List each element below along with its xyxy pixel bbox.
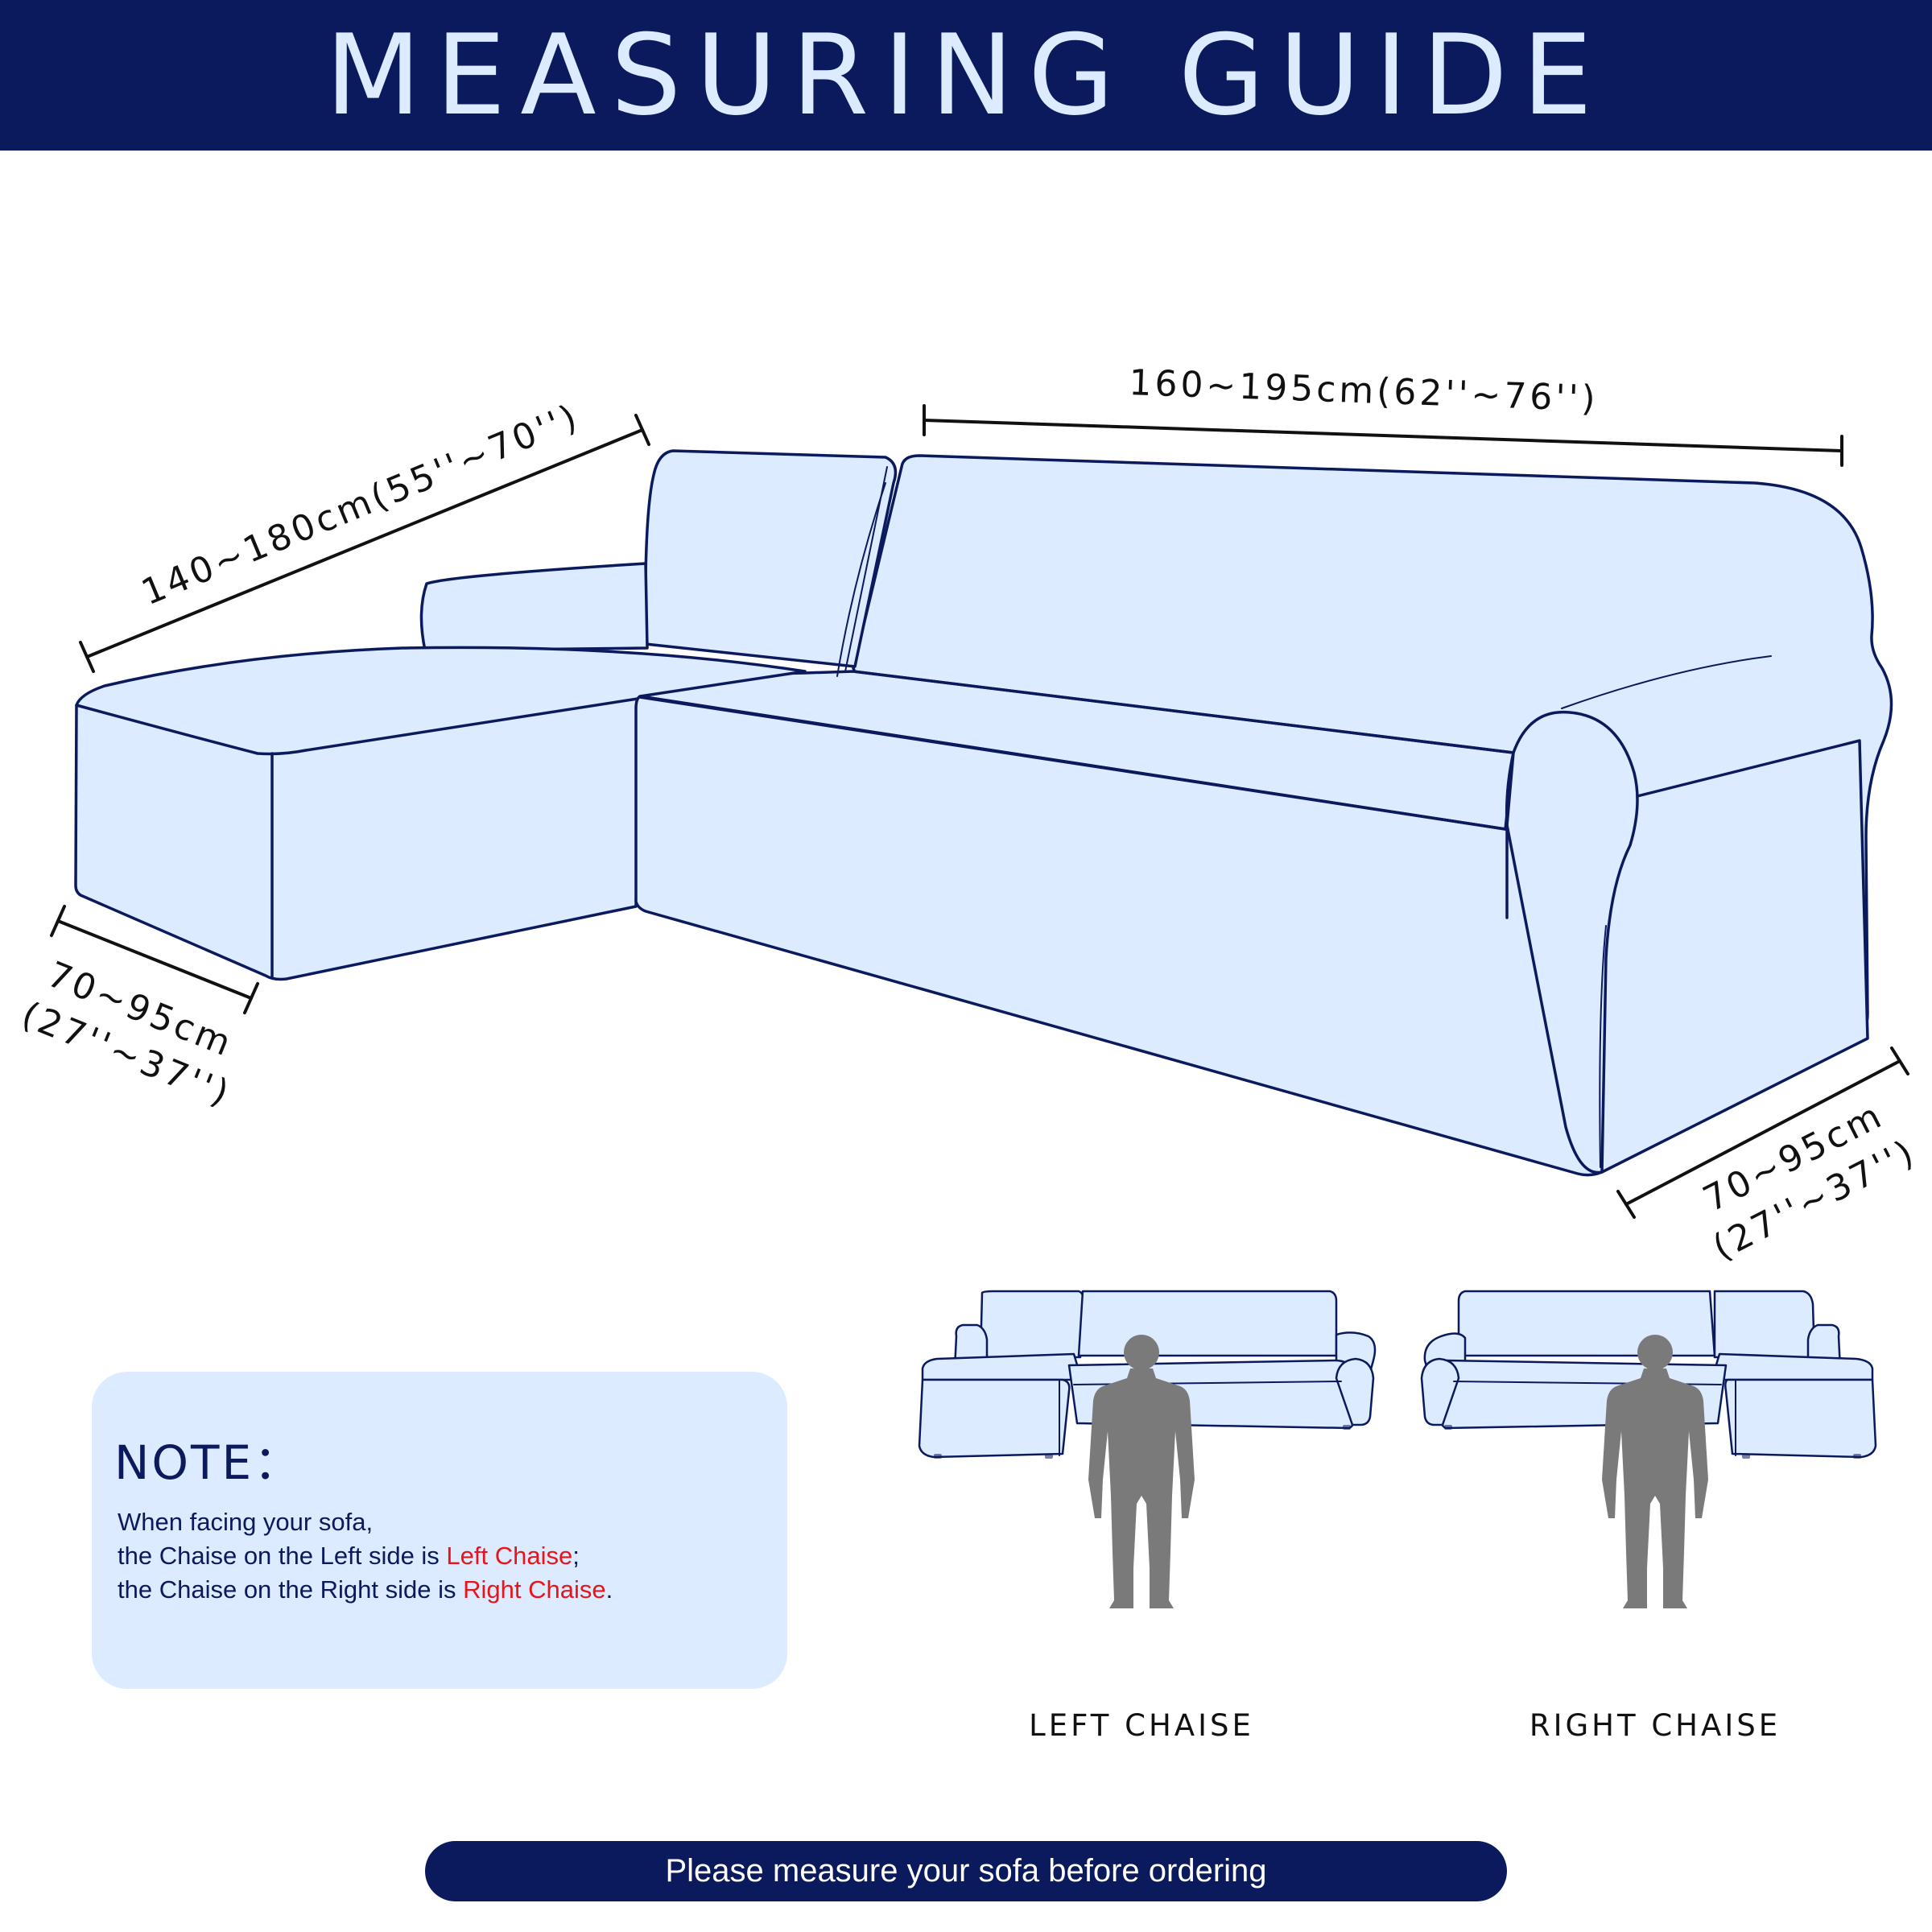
chaise-depth-line: [56, 919, 253, 1000]
note-line-1: When facing your sofa,: [118, 1508, 374, 1536]
sofa-length-line: [923, 419, 1843, 452]
sofa-right-arm: [1505, 710, 1639, 1174]
footer-text: Please measure your sofa before ordering: [665, 1853, 1267, 1889]
note-line-3-prefix: the Chaise on the Right side is: [118, 1575, 464, 1604]
chaise-arm: [419, 562, 649, 652]
main-sofa-illustration: [74, 449, 1893, 1177]
note-line-2-prefix: the Chaise on the Left side is: [118, 1542, 447, 1570]
note-title: NOTE：: [114, 1435, 303, 1490]
left-chaise-highlight: Left Chaise: [446, 1542, 573, 1570]
footer-banner: Please measure your sofa before ordering: [425, 1841, 1507, 1901]
header-banner: MEASURING GUIDE: [0, 0, 1932, 151]
note-line-2-suffix: ;: [572, 1542, 580, 1570]
sofa-length-label: 160~195cm(62''~76''): [1129, 362, 1600, 419]
sofa-depth-line: [1624, 1059, 1901, 1206]
note-box: NOTE： When facing your sofa, the Chaise …: [92, 1372, 787, 1689]
dimension-lines: [50, 404, 1909, 1219]
chaise-length-line: [85, 428, 644, 658]
note-line-3-suffix: .: [605, 1575, 613, 1604]
note-text: When facing your sofa, the Chaise on the…: [118, 1505, 613, 1607]
chaise-base: [74, 646, 807, 981]
note-line-2: the Chaise on the Left side is Left Chai…: [118, 1539, 613, 1573]
chaise-back-cushion: [643, 449, 898, 668]
left-chaise-caption: LEFT CHAISE: [1029, 1708, 1254, 1743]
note-line-3: the Chaise on the Right side is Right Ch…: [118, 1573, 613, 1607]
right-chaise-highlight: Right Chaise: [463, 1575, 606, 1604]
right-chaise-caption: RIGHT CHAISE: [1529, 1708, 1781, 1743]
page-title: MEASURING GUIDE: [325, 10, 1607, 140]
